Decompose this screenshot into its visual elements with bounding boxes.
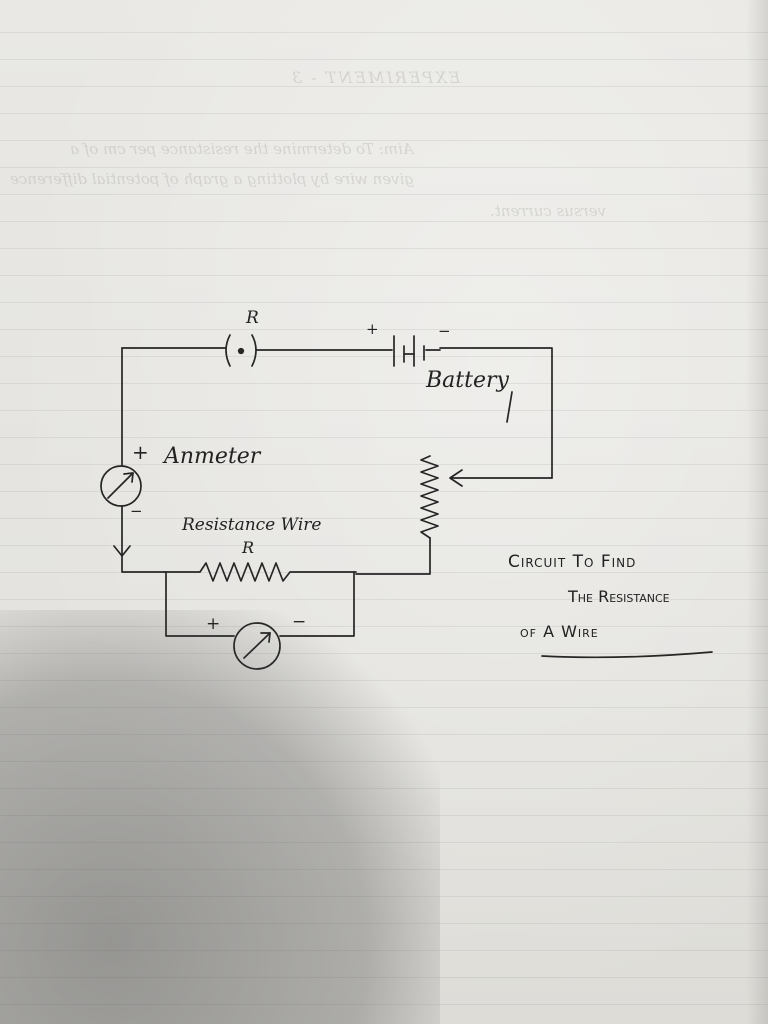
ammeter-icon <box>100 465 142 507</box>
battery-plus-sign: + <box>366 320 379 338</box>
resistance-wire-label: Resistance Wire <box>182 515 322 535</box>
label-pointer <box>506 391 513 423</box>
voltmeter-needle <box>260 632 271 643</box>
voltmeter-needle <box>243 632 271 659</box>
ammeter-needle <box>107 472 134 499</box>
wire-segment <box>121 505 165 573</box>
arrow-icon <box>113 545 131 557</box>
wire-segment <box>439 347 553 479</box>
ammeter-plus-sign: + <box>132 440 149 464</box>
hand-shadow <box>0 610 440 1024</box>
ammeter-label: Anmeter <box>164 444 261 469</box>
resistor-icon <box>225 334 231 367</box>
top-resistor-label: R <box>246 308 259 328</box>
battery-label: Battery <box>426 368 509 393</box>
wire-resistor-label: R <box>242 538 255 557</box>
caption-line-1: Circuit To Find <box>508 552 637 572</box>
voltmeter-icon <box>233 622 281 670</box>
voltmeter-minus-sign: − <box>292 612 306 632</box>
resistor-dot <box>237 347 245 355</box>
ammeter-minus-sign: − <box>130 502 143 520</box>
ammeter-needle <box>123 472 134 483</box>
caption-line-3: of A Wire <box>520 622 599 641</box>
wire-segment <box>279 571 355 637</box>
resistor-icon <box>163 562 357 582</box>
wire-segment <box>355 537 431 575</box>
rheostat-icon <box>420 455 439 539</box>
wire-segment <box>165 571 235 637</box>
caption-line-2: The Resistance <box>568 587 670 606</box>
arrow-icon <box>449 469 463 487</box>
voltmeter-plus-sign: + <box>206 614 220 634</box>
page-edge-shadow <box>746 0 768 1024</box>
caption-underline <box>541 651 713 659</box>
battery-minus-sign: − <box>438 322 451 340</box>
